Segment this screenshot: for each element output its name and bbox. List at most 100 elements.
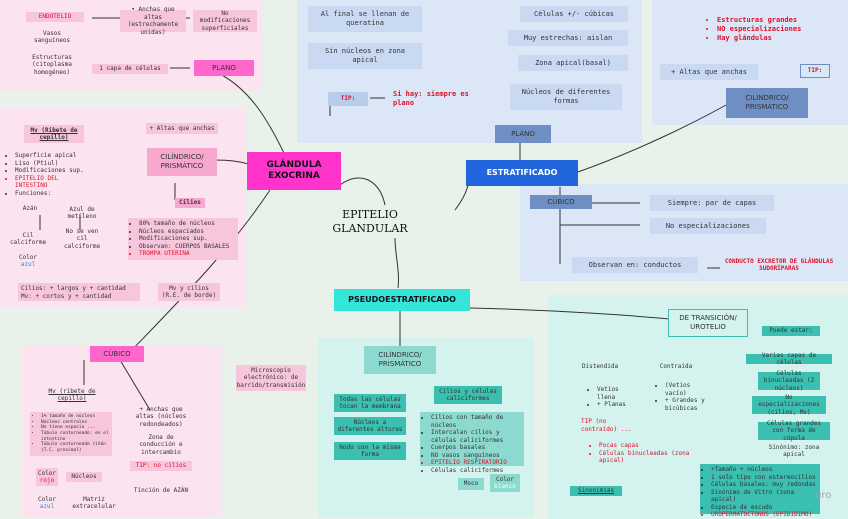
mv-item: Superficie apical [15,152,87,160]
color-label: Color azul [16,252,40,270]
microscopio-note: Microscopio electrónico: de barrido/tran… [236,365,306,391]
compare-line: Mv: + cortos y + cantidad [21,292,112,300]
tincion-azan: Tinción de AZÁN [133,487,189,495]
observan-conductos-label: Observan en: conductos [572,257,698,273]
matriz-label: Matriz extracelular [72,495,116,511]
nucleos-label: Núcleos [66,472,102,482]
ribete-item: Túbulo contorneado: en el intestino [41,431,109,442]
color-rojo: Color rojo [36,468,58,486]
cilios-item: 80% tamaño de núcleos [139,220,235,228]
transicion-bottom-item: UROPERMATOCTONOS (EPIDIDIMO) [711,511,817,519]
pseudo-title: PSEUDOESTRATIFICADO [334,289,470,311]
color-rojo-value: rojo [39,477,55,484]
color-blanco-label: Color [495,475,515,483]
mv-items: Superficie apical Liso (Ptiul) Modificac… [4,150,90,197]
cilios-item: Observan: CUERPOS BASALES [139,243,235,251]
ribete-item: No tiene espacio ... [41,425,109,431]
tip-transicion-items: Pocas capas Células binucleadas (zona ap… [588,440,708,464]
color-value: azul [20,261,36,268]
contraida-item: + Grandes y bicúbicas [665,397,707,412]
todas-celulas-label: Todas las células tocan la membrana [334,394,406,412]
tip-transicion-item: Pocas capas [599,442,705,450]
color-azul-label: Color [37,495,57,503]
cil-calciforme-label: Cil calciforme [9,231,47,247]
transicion-right-3: No especializaciones (cilios, Mv) [752,394,826,416]
sinonimias-label: Sinonimias [570,486,622,496]
tip-estrat-label: TIP: [800,64,830,78]
zona-apical-label: Zona apical(basal) [518,55,628,71]
conducto-excretor-label: CONDUCTO EXCRETOR DE GLÁNDULAS SUDORÍPAR… [724,257,834,273]
mv-item: Liso (Ptiul) [15,160,87,168]
mv-label: Mv (Ribete de cepillo) [24,125,84,143]
tip-plano-label: TIP: [328,92,368,106]
anchas-altas-label: • Anchas que altas (estrechamente unidas… [120,6,186,36]
plano-exocrina-title: PLANO [194,60,254,76]
misma-forma-label: Nodo con la misma forma [334,442,406,460]
cilios-pseudo-items: Cilios con tamaño de núcleos Intercalan … [420,412,524,474]
mv-item: Funciones: [15,190,87,198]
endotelio-label: ENDOTELIO [26,12,84,22]
tip-estrat-items: Estructuras grandes NO especializaciones… [706,14,846,50]
ribete-items: 1% tamaño de núcleos Núcleos centrales N… [30,412,112,456]
transicion-right-0: Puede estar: [762,326,820,336]
mv-item: EPITELIO DEL INTESTINO [15,175,87,190]
transicion-right-4: Células grandes con forma de cúpula [758,420,830,442]
transicion-bottom-item: Células basales: muy redondas [711,481,817,489]
cilios-mv-compare: Cilios: + largos y + cantidad Mv: + cort… [18,283,140,301]
cilios-caliciformes-label: Cilios y células caliciformes [434,386,502,404]
transicion-right-1: Varias capas de células [746,352,832,366]
estructuras-label: Estructuras (citoplasma homogéneo) [32,53,72,76]
azan-label: Azán [22,205,38,213]
transicion-bottom-item: +Tamaño + núcleos [711,466,817,474]
cilios-pseudo-item: Células caliciformes [431,467,521,475]
transicion-right-2: Células binucleadas (2 núcleos) [758,370,820,392]
ribete-item: Túbulo contorneado riñón (T.C. proximal) [41,442,109,453]
cilios-pseudo-item: Cuerpos basales [431,444,521,452]
cubico-estrat-title: CÚBICO [530,195,592,209]
transicion-bottom-item: Especie de escudo [711,504,817,512]
mv-cilios-label: Mv y cilios (R.E. de borde) [158,283,220,301]
color-azul-value: azul [39,503,55,510]
watermark: uro [815,490,832,501]
cilios-pseudo-item: Cilios con tamaño de núcleos [431,414,521,429]
tip-transicion: TIP (no contraído) ... [581,418,632,433]
cilios-pseudo-item: EPITELIO RESPIRATORIO [431,459,521,467]
altas-anchas-estrat: + Altas que anchas [660,64,758,80]
transicion-title: DE TRANSICIÓN/ UROTELIO [668,309,748,337]
muy-estrechas-label: Muy estrechas: aislan [508,30,628,46]
transicion-bottom-item: 1 solo tipo con estereocilios [711,474,817,482]
color-blanco: Color blanco [490,474,520,492]
vasos-label: Vasos sanguíneos [33,29,71,45]
tip-estrat-item: Estructuras grandes [717,16,843,25]
ribete-item: Núcleos centrales [41,420,109,426]
anchas-altas-cubico: + Anchas que altas (núcleos redondeados) [135,405,187,428]
compare-line: Cilios: + largos y + cantidad [21,285,126,292]
cilindrico-exocrina-title: CILÍNDRICO/ PRISMÁTICO [147,148,217,176]
cilindrico-estrat-title: CILÍNDRICO/ PRISMÁTICO [726,88,808,118]
plano-estrat-title: PLANO [495,125,551,143]
moco-label: Moco [458,478,484,490]
transicion-right-5: Sinónimo: zona apical [768,443,820,459]
una-capa-label: 1 capa de células [92,64,168,74]
cilios-items: 80% tamaño de núcleos Núcleos espaciados… [128,218,238,260]
tip-estrat-item: NO especializaciones [717,25,843,34]
azul-metileno-label: Azul de metileno [67,205,97,221]
ribete-label: Mv (ribete de cepillo) [48,387,96,403]
transicion-bottom-item: Sinónimo de Vitro (zona apical) [711,489,817,504]
tip-no-cilios: TIP: no cilios [130,461,192,471]
cilios-label: Cilios [175,198,205,208]
mv-item: Modificaciones sup. [15,167,87,175]
al-final-label: Al final se llenan de queratina [308,6,422,32]
distendida-item: Vetios llena [597,386,635,401]
transicion-bottom-items: +Tamaño + núcleos 1 solo tipo con estere… [700,464,820,518]
no-esp-estrat-label: No especializaciones [650,218,766,234]
altas-anchas-label: + Altas que anchas [146,123,218,134]
tip-plano-text: Si hay: siempre es plano [393,90,469,107]
color-rojo-label: Color [37,469,57,477]
contraida-items: (Vetios vacío) + Grandes y bicúbicas [654,380,710,412]
color-text: Color [18,253,38,261]
cilios-pseudo-item: NO vasos sanguíneos [431,452,521,460]
no-modificaciones-label: No modificaciones superficiales [193,10,257,32]
cilios-pseudo-item: Intercalan cilios y células caliciformes [431,429,521,444]
estratificado-title: ESTRATIFICADO [466,160,578,186]
